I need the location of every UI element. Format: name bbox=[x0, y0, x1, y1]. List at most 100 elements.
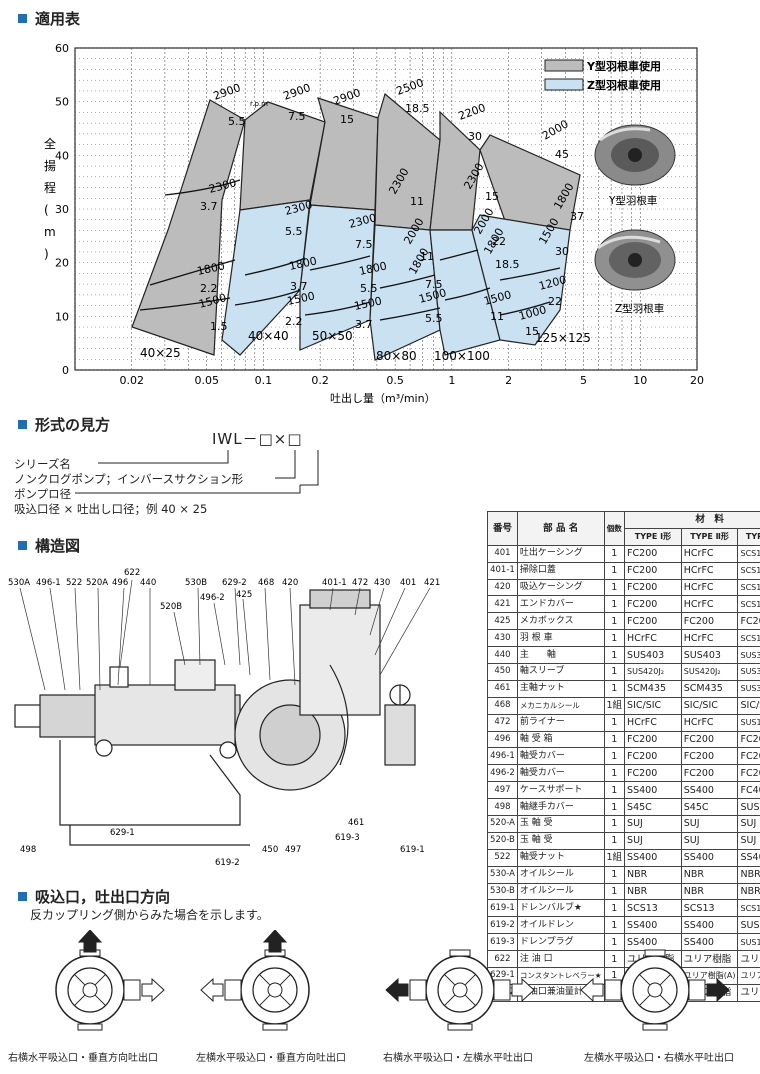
outlet-arrow-icon bbox=[77, 930, 103, 953]
structure-label: 520B bbox=[160, 602, 182, 612]
section-marker-icon bbox=[18, 14, 27, 23]
structure-label: 497 bbox=[285, 845, 301, 855]
header-type2: TYPE Ⅱ形 bbox=[680, 527, 739, 546]
table-cell: SCS13/14 bbox=[737, 629, 760, 648]
table-cell: オイルシール bbox=[516, 865, 605, 884]
impeller-vane bbox=[639, 974, 651, 986]
table-cell: SUJ bbox=[737, 831, 760, 850]
table-cell: ケースサポート bbox=[516, 781, 605, 800]
structure-label: 472 bbox=[352, 578, 368, 588]
y-axis-title: 全揚程(m) bbox=[44, 136, 56, 261]
z-region-40x40 bbox=[221, 199, 311, 356]
structure-label: 530A bbox=[8, 578, 30, 588]
curve-kw-label: 5.5 bbox=[285, 225, 303, 238]
table-cell: FC200 bbox=[737, 764, 760, 783]
table-cell: 吐出ケーシング bbox=[516, 544, 605, 563]
impeller-vane bbox=[259, 974, 271, 986]
structure-label: 440 bbox=[140, 578, 156, 588]
table-cell: SUS304 bbox=[737, 798, 760, 817]
table-row: 498軸継手カバー1S45CS45CSUS304 bbox=[487, 798, 760, 817]
table-cell: 498 bbox=[487, 798, 518, 817]
section-heading-applicable: 適用表 bbox=[18, 8, 80, 29]
curve-kw-label: 22 bbox=[492, 235, 506, 248]
curve-kw-label: 3.7 bbox=[200, 200, 218, 213]
table-cell: SUS304/316 bbox=[737, 663, 760, 681]
flange bbox=[644, 949, 666, 957]
header-no: 番号 bbox=[487, 511, 518, 546]
table-cell: FC200 bbox=[680, 764, 739, 783]
flange bbox=[688, 979, 706, 1001]
direction-diagrams bbox=[55, 930, 730, 1031]
curve-kw-label: 7.5 bbox=[355, 238, 373, 251]
table-cell: SCS13/14 bbox=[737, 899, 760, 918]
curve-kw-label: 3.7 bbox=[290, 280, 308, 293]
table-cell: FC200 bbox=[680, 747, 739, 766]
table-cell: 軸スリーブ bbox=[516, 663, 605, 681]
table-cell: SCM435 bbox=[680, 679, 739, 698]
x-tick-label: 20 bbox=[690, 374, 704, 387]
curve-rpm-label: 1500 bbox=[286, 289, 316, 308]
curve-kw-label: 45 bbox=[555, 148, 569, 161]
base-plate bbox=[447, 1023, 473, 1031]
table-cell: HCrFC bbox=[624, 629, 682, 648]
impeller-vane bbox=[259, 994, 271, 1006]
table-cell: 622 bbox=[487, 950, 518, 969]
table-cell: SIC/SIC bbox=[680, 696, 739, 715]
y-impeller-photo bbox=[594, 124, 676, 186]
structure-label: 522 bbox=[66, 578, 82, 588]
table-cell: SUS403 bbox=[624, 646, 682, 665]
table-row: 496-2軸受カバー1FC200FC200FC200 bbox=[487, 764, 760, 783]
curve-kw-label: 2.2 bbox=[285, 315, 303, 328]
header-material: 材 料 bbox=[624, 511, 760, 529]
x-tick-label: 0.02 bbox=[119, 374, 144, 387]
table-cell: SS400 bbox=[737, 848, 760, 867]
table-cell: メカボックス bbox=[516, 612, 605, 631]
table-cell: オイルシール bbox=[516, 882, 605, 901]
table-cell: 522 bbox=[487, 848, 518, 867]
structure-label: 401 bbox=[400, 578, 416, 588]
table-cell: 1 bbox=[603, 713, 626, 732]
table-cell: HCrFC bbox=[680, 561, 739, 580]
model-description: シリーズ名 ノンクログポンプ；インバースサクション形 ポンプロ径 吸込口径 × … bbox=[14, 457, 243, 517]
table-cell: SUJ bbox=[624, 815, 682, 833]
header-type3: TYPE Ⅲ形 bbox=[737, 527, 760, 546]
table-cell: HCrFC bbox=[680, 629, 739, 648]
table-cell: 軸 受 箱 bbox=[516, 730, 605, 749]
caption-3: 右横水平吸込口・左横水平吐出口 bbox=[383, 1053, 533, 1064]
table-cell: 1 bbox=[603, 595, 626, 614]
base-plate bbox=[77, 1023, 103, 1031]
outlet-arrow-icon bbox=[706, 977, 730, 1003]
table-cell: SUS403 bbox=[680, 646, 739, 665]
table-cell: FC200 bbox=[737, 612, 760, 631]
curve-kw-label: 1.5 bbox=[210, 320, 228, 333]
table-cell: 前ライナー bbox=[516, 713, 605, 732]
table-cell: FC200 bbox=[624, 747, 682, 766]
table-cell: 497 bbox=[487, 781, 518, 800]
model-line-series: シリーズ名 bbox=[14, 457, 71, 471]
structure-label: 420 bbox=[282, 578, 298, 588]
structure-label: 401-1 bbox=[322, 578, 347, 588]
table-cell: SCS13 bbox=[624, 899, 682, 918]
curve-kw-label: 30 bbox=[555, 245, 569, 258]
curve-rpm-label: 1800 bbox=[288, 254, 318, 273]
table-cell: メカニカルシール bbox=[516, 696, 605, 715]
curve-kw-label: 37 bbox=[570, 210, 584, 223]
y-tick-label: 10 bbox=[55, 310, 69, 323]
structure-label: 619-2 bbox=[215, 858, 240, 868]
structure-label: 461 bbox=[348, 818, 364, 828]
table-cell: 軸受ナット bbox=[516, 848, 605, 867]
table-cell: NBR bbox=[680, 865, 739, 884]
table-cell: SCS13/14 bbox=[737, 578, 760, 597]
x-tick-label: 0.05 bbox=[194, 374, 219, 387]
table-cell: HCrFC bbox=[680, 578, 739, 597]
table-cell: 1 bbox=[603, 798, 626, 817]
table-cell: SCS13/14 bbox=[737, 595, 760, 614]
table-cell: SS400 bbox=[680, 848, 739, 867]
x-tick-label: 2 bbox=[505, 374, 512, 387]
table-cell: 1組 bbox=[603, 696, 626, 715]
impeller-vane bbox=[444, 994, 456, 1006]
